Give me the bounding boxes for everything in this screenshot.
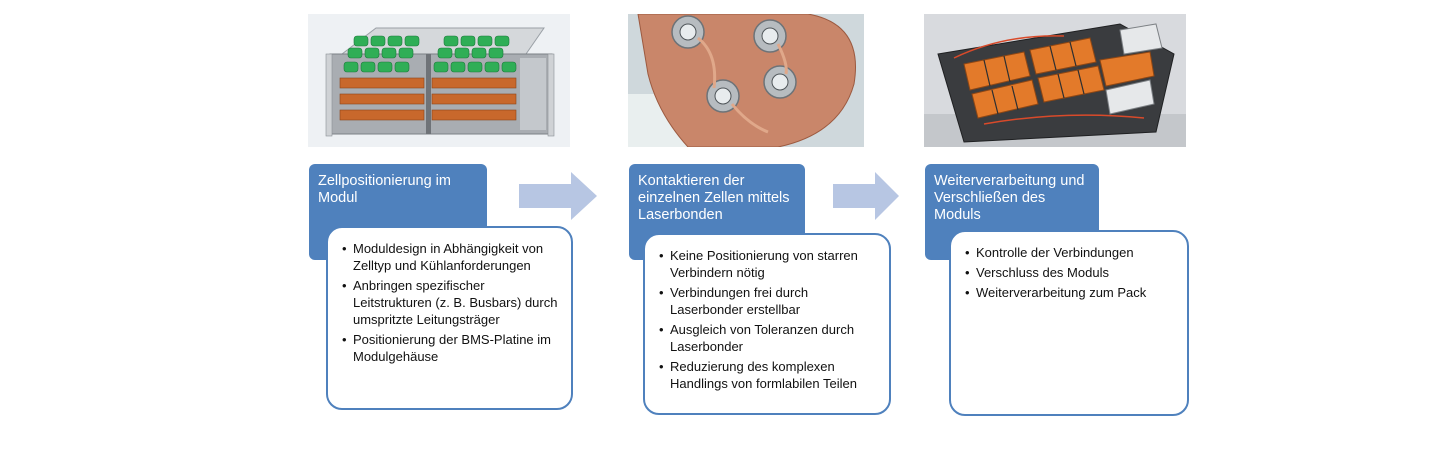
list-item: • Reduzierung des komplexen Handlings vo… — [659, 358, 877, 392]
bullet-text: Moduldesign in Abhängigkeit von Zelltyp … — [353, 241, 544, 273]
bullet-dot: • — [342, 241, 347, 256]
list-item: • Ausgleich von Toleranzen durch Laserbo… — [659, 321, 877, 355]
bullet-text: Kontrolle der Verbindungen — [976, 245, 1134, 260]
bullet-list: • Kontrolle der Verbindungen • Verschlus… — [965, 244, 1175, 301]
process-step-3: Weiterverarbeitung und Verschließen des … — [922, 0, 1222, 450]
process-step-2: Kontaktieren der einzelnen Zellen mittel… — [626, 0, 926, 450]
step-detail-box: • Keine Positionierung von starren Verbi… — [643, 233, 891, 415]
step-title: Kontaktieren der einzelnen Zellen mittel… — [638, 173, 790, 223]
step-detail-box: • Moduldesign in Abhängigkeit von Zellty… — [326, 226, 573, 410]
flow-arrow-2 — [833, 172, 899, 225]
flow-arrow-1 — [519, 172, 597, 225]
bullet-dot: • — [659, 322, 664, 337]
bullet-dot: • — [965, 285, 970, 300]
list-item: • Weiterverarbeitung zum Pack — [965, 284, 1175, 301]
list-item: • Verbindungen frei durch Laserbonder er… — [659, 284, 877, 318]
bullet-text: Verbindungen frei durch Laserbonder erst… — [670, 285, 809, 317]
step-title: Weiterverarbeitung und Verschließen des … — [934, 173, 1085, 223]
list-item: • Positionierung der BMS-Platine im Modu… — [342, 331, 559, 365]
bullet-dot: • — [965, 245, 970, 260]
bullet-dot: • — [659, 248, 664, 263]
bullet-text: Reduzierung des komplexen Handlings von … — [670, 359, 857, 391]
bullet-dot: • — [342, 332, 347, 347]
bullet-list: • Moduldesign in Abhängigkeit von Zellty… — [342, 240, 559, 365]
bullet-dot: • — [659, 359, 664, 374]
battery-pack-photo-icon — [924, 14, 1186, 147]
step-title: Zellpositionierung im Modul — [318, 173, 451, 206]
list-item: • Kontrolle der Verbindungen — [965, 244, 1175, 261]
bullet-text: Anbringen spezifischer Leitstrukturen (z… — [353, 278, 558, 327]
bullet-text: Ausgleich von Toleranzen durch Laserbond… — [670, 322, 855, 354]
bullet-dot: • — [659, 285, 664, 300]
bullet-text: Keine Positionierung von starren Verbind… — [670, 248, 858, 280]
process-step-1: Zellpositionierung im Modul • Moduldesig… — [306, 0, 606, 450]
bullet-text: Weiterverarbeitung zum Pack — [976, 285, 1147, 300]
bullet-list: • Keine Positionierung von starren Verbi… — [659, 247, 877, 392]
battery-module-render-icon — [308, 14, 570, 147]
bullet-dot: • — [342, 278, 347, 293]
laser-bond-closeup-icon — [628, 14, 890, 147]
bullet-dot: • — [965, 265, 970, 280]
bullet-text: Positionierung der BMS-Platine im Modulg… — [353, 332, 551, 364]
bullet-text: Verschluss des Moduls — [976, 265, 1109, 280]
list-item: • Keine Positionierung von starren Verbi… — [659, 247, 877, 281]
step-detail-box: • Kontrolle der Verbindungen • Verschlus… — [949, 230, 1189, 416]
list-item: • Verschluss des Moduls — [965, 264, 1175, 281]
list-item: • Anbringen spezifischer Leitstrukturen … — [342, 277, 559, 328]
list-item: • Moduldesign in Abhängigkeit von Zellty… — [342, 240, 559, 274]
